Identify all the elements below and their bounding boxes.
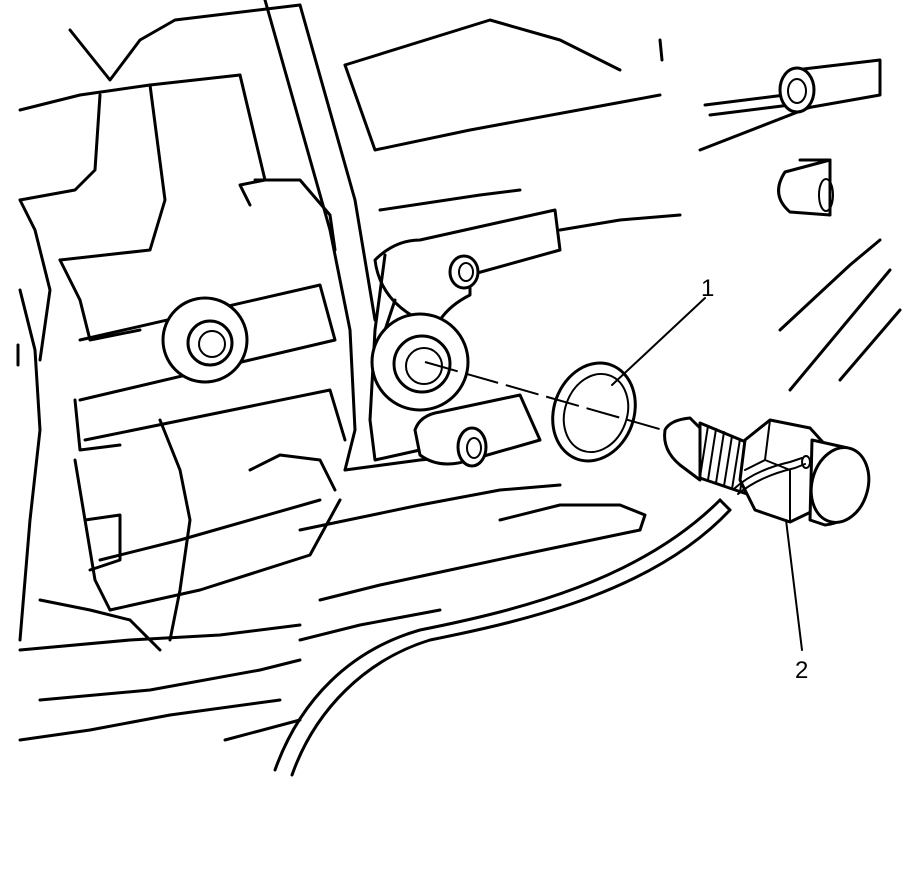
callout-2-leader (785, 519, 803, 651)
bracket-stub (777, 158, 834, 217)
transmission-housing (16, 0, 642, 742)
housing-right (343, 18, 902, 532)
callout-1: 1 (611, 275, 714, 386)
callout-2: 2 (785, 519, 808, 684)
sensor-assembly (273, 416, 871, 777)
seal-o-ring (551, 361, 637, 463)
callout-2-label: 2 (795, 657, 808, 684)
mounting-boss (368, 208, 562, 468)
alignment-center-line (424, 361, 671, 433)
upper-tube (778, 58, 882, 114)
sensor-wire (273, 498, 722, 772)
callout-1-label: 1 (701, 275, 714, 302)
callout-1-leader (611, 297, 706, 386)
